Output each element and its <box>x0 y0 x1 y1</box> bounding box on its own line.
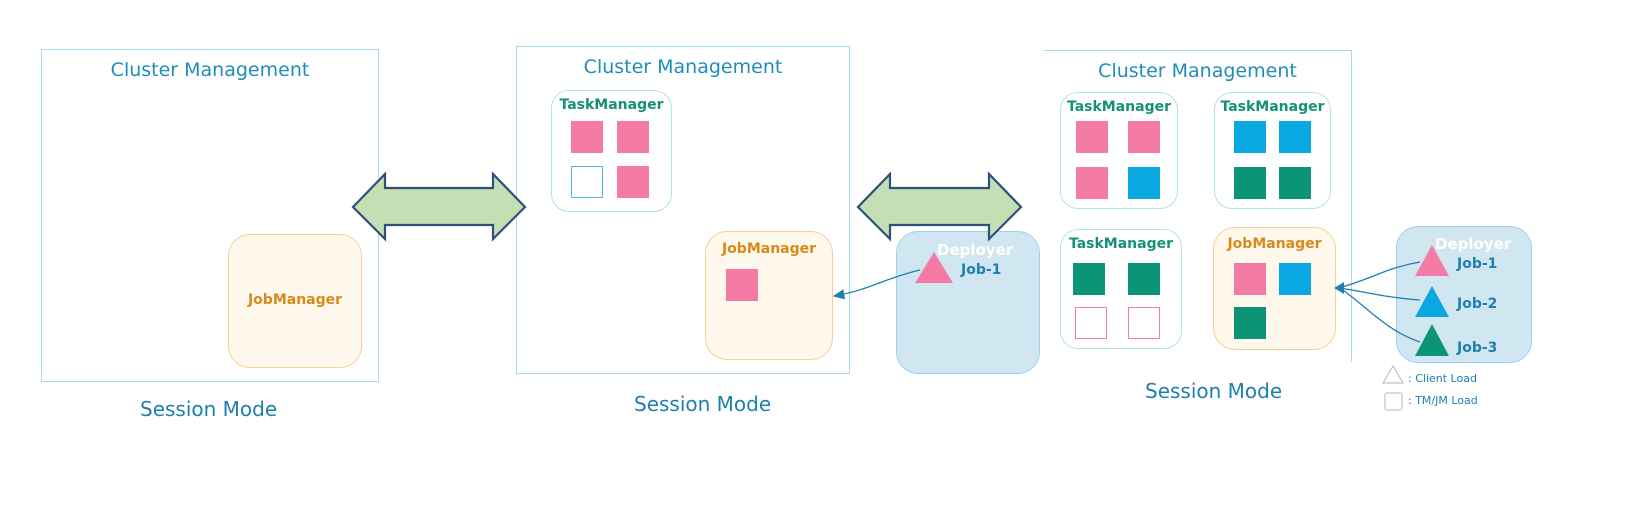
job-manager: JobManager <box>705 231 833 360</box>
job-triangle <box>1415 286 1449 317</box>
task-slot <box>617 166 649 198</box>
job-triangle <box>915 252 953 283</box>
deployer: Deployer Job-1 Job-2 Job-3 <box>1396 226 1532 363</box>
submit-connector <box>1337 261 1421 289</box>
task-slot <box>1076 121 1108 153</box>
job-manager-label: JobManager <box>247 292 343 308</box>
legend-client-load: : Client Load <box>1408 372 1477 385</box>
legend-square-icon <box>1384 392 1403 411</box>
task-slot <box>1073 263 1105 295</box>
deployer-label: Deployer <box>1435 235 1512 253</box>
job-label: Job-3 <box>1457 340 1498 356</box>
task-slot <box>1128 263 1160 295</box>
job-manager-slot <box>1279 263 1311 295</box>
arrowhead-icon <box>1334 282 1344 294</box>
task-manager: TaskManager <box>1214 92 1331 209</box>
submit-connector <box>832 269 921 300</box>
task-manager-label: TaskManager <box>1068 236 1174 252</box>
cluster-management-1: Cluster Management JobManager <box>41 49 379 382</box>
job-label: Job-1 <box>961 262 1002 278</box>
job-manager-slot <box>1234 263 1266 295</box>
deployer: Deployer Job-1 <box>896 231 1040 374</box>
cluster-management-2: Cluster Management TaskManager JobManage… <box>516 46 850 374</box>
empty-slot <box>1075 307 1107 339</box>
job-manager: JobManager <box>1213 227 1336 350</box>
task-slot <box>1234 167 1266 199</box>
job-manager-slot <box>1234 307 1266 339</box>
cluster-management-3: Cluster Management TaskManager TaskManag… <box>1043 50 1352 362</box>
cluster-title: Cluster Management <box>583 56 783 78</box>
job-triangle <box>1415 245 1449 276</box>
cluster-title: Cluster Management <box>110 59 310 81</box>
task-manager-label: TaskManager <box>559 97 664 113</box>
job-manager: JobManager <box>228 234 362 368</box>
legend-triangle-icon <box>1382 365 1404 384</box>
job-label: Job-2 <box>1457 296 1498 312</box>
task-manager-label: TaskManager <box>1066 99 1172 115</box>
submit-connector <box>1339 287 1421 301</box>
task-slot <box>1076 167 1108 199</box>
task-slot <box>1279 121 1311 153</box>
submit-connector <box>1339 287 1421 343</box>
task-manager: TaskManager <box>551 90 672 212</box>
legend-tm-jm-load: : TM/JM Load <box>1408 394 1478 407</box>
task-slot <box>1279 167 1311 199</box>
task-slot <box>1128 121 1160 153</box>
job-label: Job-1 <box>1457 256 1498 272</box>
task-manager: TaskManager <box>1060 92 1178 209</box>
cluster-title: Cluster Management <box>1098 60 1297 82</box>
task-slot <box>571 121 603 153</box>
task-slot <box>1234 121 1266 153</box>
job-manager-slot <box>726 269 758 301</box>
double-arrow <box>856 171 1023 242</box>
session-mode-caption: Session Mode <box>1145 379 1283 403</box>
task-manager: TaskManager <box>1060 229 1182 349</box>
task-slot <box>617 121 649 153</box>
job-manager-label: JobManager <box>721 241 817 257</box>
session-mode-caption: Session Mode <box>634 392 772 416</box>
empty-slot <box>1128 307 1160 339</box>
task-manager-label: TaskManager <box>1220 99 1325 115</box>
double-arrow <box>351 171 527 242</box>
job-triangle <box>1415 324 1449 356</box>
session-mode-caption: Session Mode <box>140 397 278 421</box>
job-manager-label: JobManager <box>1227 236 1322 252</box>
empty-slot <box>571 166 603 198</box>
task-slot <box>1128 167 1160 199</box>
deployer-label: Deployer <box>937 241 1014 259</box>
